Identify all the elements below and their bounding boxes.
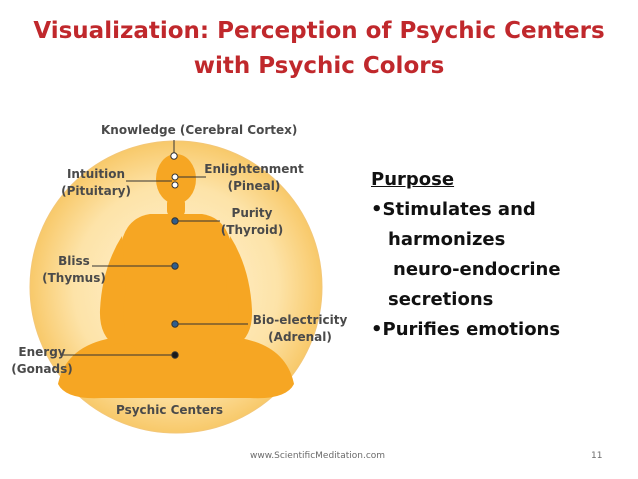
label-purity-gland: (Thyroid) — [220, 223, 284, 237]
bioelectricity-dot — [171, 320, 179, 328]
leader-lines — [60, 140, 248, 356]
label-knowledge: Knowledge (Cerebral Cortex) — [101, 123, 298, 137]
slide-title: Visualization: Perception of Psychic Cen… — [0, 14, 638, 84]
label-enlightenment-name: Enlightenment — [204, 162, 304, 176]
energy-dot — [171, 351, 179, 359]
purpose-panel: Purpose •Stimulates and harmonizes neuro… — [371, 165, 561, 345]
title-line-2: with Psychic Colors — [193, 53, 445, 79]
label-enlightenment: Enlightenment (Pineal) — [198, 161, 310, 195]
footer-website: www.ScientificMeditation.com — [250, 451, 386, 461]
purpose-heading: Purpose — [371, 169, 455, 190]
bliss-dot — [171, 262, 179, 270]
label-enlightenment-gland: (Pineal) — [227, 179, 281, 193]
purpose-bullet-1-line-3: neuro-endocrine — [393, 259, 561, 280]
purity-dot — [171, 217, 179, 225]
purpose-bullet-1-line-1: •Stimulates and — [371, 199, 536, 220]
knowledge-dot — [170, 152, 178, 160]
label-bioelectricity: Bio-electricity (Adrenal) — [244, 312, 356, 346]
footer-page-number: 11 — [591, 451, 603, 461]
intuition-dot — [171, 181, 179, 189]
title-line-1: Visualization: Perception of Psychic Cen… — [33, 18, 605, 44]
center-dots — [170, 152, 179, 359]
purpose-bullet-2: •Purifies emotions — [371, 319, 561, 340]
purpose-bullet-1-line-4: secretions — [388, 289, 494, 310]
label-purity: Purity (Thyroid) — [216, 205, 288, 239]
label-bioelectricity-name: Bio-electricity — [252, 313, 348, 327]
label-intuition: Intuition (Pituitary) — [60, 166, 132, 200]
label-energy-gland: (Gonads) — [11, 362, 73, 376]
diagram-caption: Psychic Centers — [116, 403, 224, 417]
label-energy: Energy (Gonads) — [6, 344, 78, 378]
label-purity-name: Purity — [231, 206, 273, 220]
enlightenment-dot — [171, 173, 179, 181]
label-intuition-name: Intuition — [66, 167, 126, 181]
meditating-figure — [58, 154, 294, 399]
purpose-bullet-1-line-2: harmonizes — [388, 229, 506, 250]
label-energy-name: Energy — [18, 345, 66, 359]
label-bioelectricity-gland: (Adrenal) — [268, 330, 332, 344]
label-bliss-gland: (Thymus) — [42, 271, 106, 285]
label-bliss-name: Bliss — [58, 254, 90, 268]
label-bliss: Bliss (Thymus) — [38, 253, 110, 287]
label-intuition-gland: (Pituitary) — [61, 184, 131, 198]
